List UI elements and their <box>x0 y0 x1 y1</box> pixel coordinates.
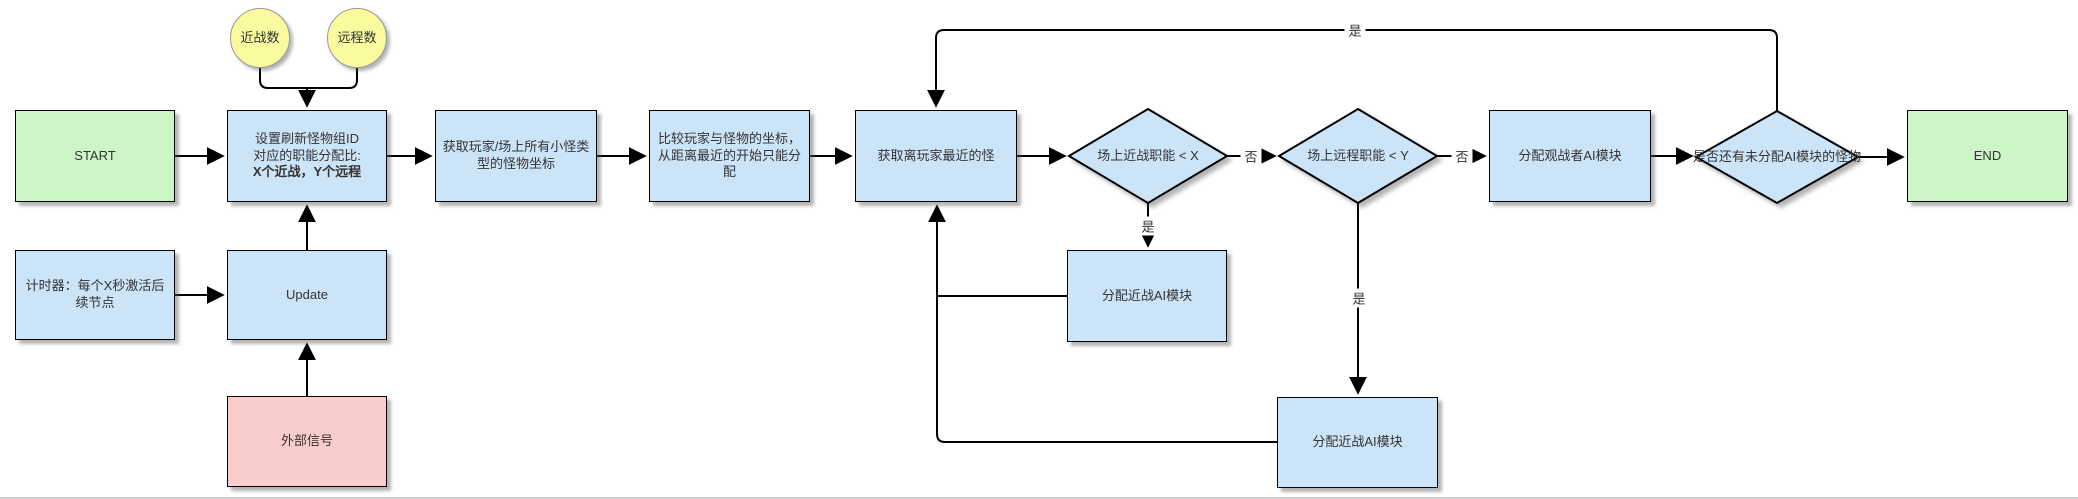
diamond-shape <box>1067 107 1229 205</box>
node-label: 计时器：每个X秒激活后续节点 <box>25 278 165 310</box>
input-circle-label: 远程数 <box>337 29 377 45</box>
node-compare-coords: 比较玩家与怪物的坐标，从距离最近的开始只能分配 <box>649 110 810 202</box>
node-label: 分配观战者AI模块 <box>1518 147 1622 163</box>
node-label-line1: 设置刷新怪物组ID <box>254 130 359 146</box>
edge-label-yes-loop: 是 <box>1344 20 1366 40</box>
node-assign-spectator-ai: 分配观战者AI模块 <box>1489 110 1651 202</box>
node-external-signal: 外部信号 <box>227 396 387 487</box>
decision-melee-count: 场上近战职能 < X <box>1067 107 1229 205</box>
node-label: 获取离玩家最近的怪 <box>877 147 995 163</box>
node-update: Update <box>227 250 387 340</box>
node-label: 分配近战AI模块 <box>1101 287 1193 303</box>
input-circle-melee-count: 近战数 <box>230 8 290 68</box>
node-label: START <box>74 147 116 163</box>
input-circle-label: 近战数 <box>240 29 280 45</box>
node-label: 外部信号 <box>280 433 333 449</box>
edge-label-no-ranged: 否 <box>1451 146 1473 166</box>
node-label-line3: X个近战，Y个远程 <box>252 164 362 180</box>
canvas-bottom-border <box>0 497 2078 499</box>
node-label: 分配近战AI模块 <box>1312 434 1403 450</box>
decision-label: 场上近战职能 < X <box>1097 147 1199 163</box>
diamond-shape <box>1693 109 1861 205</box>
decision-label: 是否还有未分配AI模块的怪物 <box>1692 148 1862 164</box>
edge-label-no-melee: 否 <box>1240 146 1262 166</box>
node-assign-melee-ai-lower: 分配近战AI模块 <box>1277 397 1438 488</box>
diamond-shape <box>1277 107 1439 205</box>
node-get-monster-coords: 获取玩家/场上所有小怪类型的怪物坐标 <box>435 110 597 202</box>
node-get-nearest-monster: 获取离玩家最近的怪 <box>855 110 1017 202</box>
node-start: START <box>15 110 175 202</box>
decision-unassigned-monsters: 是否还有未分配AI模块的怪物 <box>1693 109 1861 205</box>
node-assign-melee-ai-upper: 分配近战AI模块 <box>1067 250 1227 342</box>
node-label: 获取玩家/场上所有小怪类型的怪物坐标 <box>442 139 590 171</box>
node-end: END <box>1907 110 2068 202</box>
edge-label-yes-ranged: 是 <box>1348 288 1370 308</box>
decision-ranged-count: 场上远程职能 < Y <box>1277 107 1439 205</box>
node-setup-ratio: 设置刷新怪物组ID 对应的职能分配比: X个近战，Y个远程 <box>227 110 387 202</box>
node-label-line2: 对应的职能分配比: <box>253 147 361 163</box>
decision-label: 场上远程职能 < Y <box>1307 147 1409 163</box>
node-label: Update <box>286 286 328 302</box>
edge-label-yes-melee: 是 <box>1137 216 1159 236</box>
node-label: END <box>1973 147 2002 163</box>
input-circle-ranged-count: 远程数 <box>327 8 387 68</box>
node-timer: 计时器：每个X秒激活后续节点 <box>15 250 175 340</box>
node-label: 比较玩家与怪物的坐标，从距离最近的开始只能分配 <box>657 130 801 180</box>
